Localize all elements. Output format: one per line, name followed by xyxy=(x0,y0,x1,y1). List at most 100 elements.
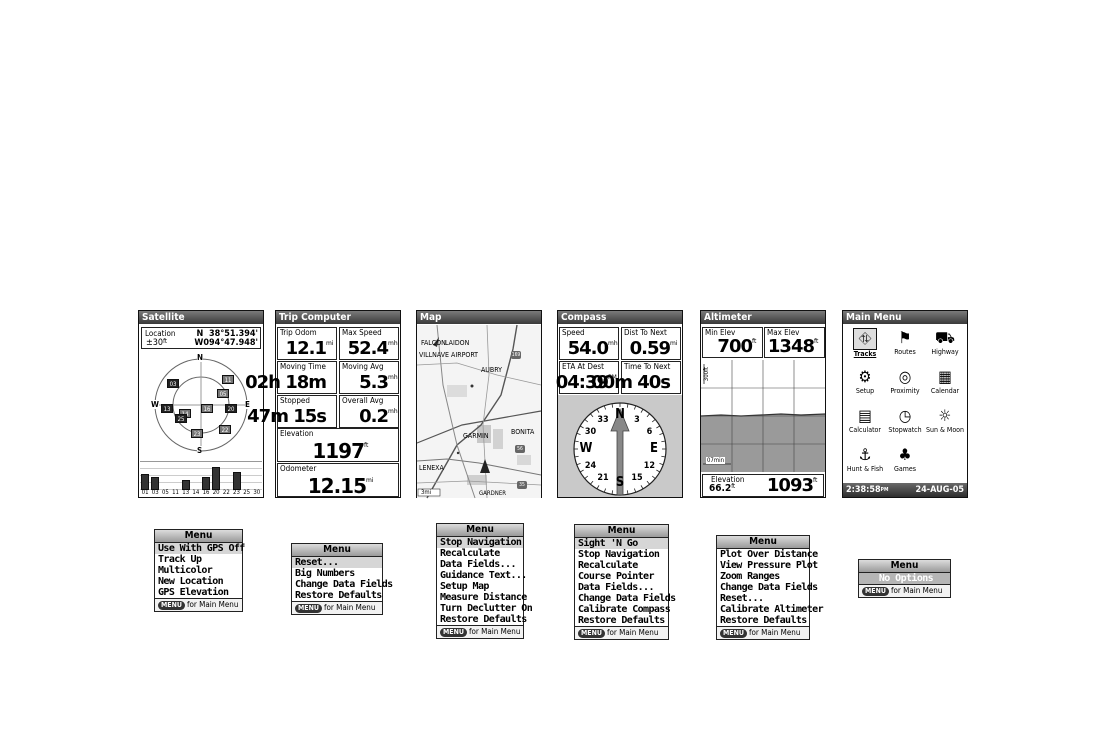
menu-item[interactable]: Recalculate xyxy=(578,560,638,571)
menu-item[interactable]: Recalculate xyxy=(440,548,500,559)
menu-item[interactable]: Big Numbers xyxy=(295,568,355,579)
menu-item[interactable]: Reset... xyxy=(720,593,764,604)
menu-item[interactable]: New Location xyxy=(158,576,224,587)
main-menu-item[interactable]: ☼Sun & Moon xyxy=(926,405,964,441)
compass-dial xyxy=(573,402,667,496)
main-menu-icon: ⚑ xyxy=(898,328,912,347)
trip-field-number: 47m 15s xyxy=(247,406,327,427)
main-menu-item[interactable]: ▦Calendar xyxy=(926,366,964,402)
main-menu-item[interactable]: ⚑Routes xyxy=(886,327,924,363)
main-menu-item[interactable]: ♣Games xyxy=(886,444,924,480)
menu-button[interactable]: MENU xyxy=(158,601,185,610)
main-menu-item[interactable]: ⚓Hunt & Fish xyxy=(846,444,884,480)
map-canvas[interactable] xyxy=(416,324,542,499)
main-menu-item[interactable]: ⛟Highway xyxy=(926,327,964,363)
main-menu-item[interactable]: ⛗Tracks xyxy=(846,327,884,363)
menu-item[interactable]: Plot Over Distance xyxy=(720,549,818,560)
menu-item[interactable]: Calibrate Compass xyxy=(578,604,671,615)
menu-item[interactable]: Measure Distance xyxy=(440,592,527,603)
trip-field-label: Stopped xyxy=(280,396,310,405)
trip-field-number: 0.2 xyxy=(359,406,389,427)
menu-item[interactable]: Track Up xyxy=(158,554,202,565)
menu-button[interactable]: MENU xyxy=(440,628,467,637)
trip-title: Trip Computer xyxy=(276,311,400,324)
main-menu-item-label: Highway xyxy=(931,348,959,356)
current-elev-small-unit: ft xyxy=(731,483,736,490)
trip-field-label: Moving Avg xyxy=(342,362,384,371)
menu-item[interactable]: Data Fields... xyxy=(578,582,654,593)
clock: 2:38:58PM xyxy=(846,483,888,497)
menu-item[interactable]: Multicolor xyxy=(158,565,213,576)
satellite-title: Satellite xyxy=(139,311,263,324)
main-menu-item[interactable]: ⚙Setup xyxy=(846,366,884,402)
menu-item[interactable]: Zoom Ranges xyxy=(720,571,780,582)
menu-item[interactable]: Restore Defaults xyxy=(720,615,807,626)
main-menu-item[interactable]: ▤Calculator xyxy=(846,405,884,441)
accuracy-unit: ft xyxy=(163,338,168,345)
menu-item[interactable]: Restore Defaults xyxy=(440,614,527,625)
menu-item[interactable]: Restore Defaults xyxy=(578,615,665,626)
dial-tick xyxy=(626,490,629,495)
max-elev-field: Max Elev 1348ft xyxy=(764,327,825,358)
main-menu-icon: ☼ xyxy=(938,406,952,425)
main-menu-icon: ⛟ xyxy=(934,328,956,347)
trip-field-value: 47m 15s xyxy=(247,408,332,426)
menu-item[interactable]: Change Data Fields xyxy=(578,593,676,604)
menu-item[interactable]: Use With GPS Off xyxy=(155,543,245,554)
dial-tick xyxy=(659,462,664,466)
elevation-plot xyxy=(700,360,826,472)
menu-item[interactable]: Change Data Fields xyxy=(720,582,818,593)
map-place-label: VILLNAVE AIRPORT xyxy=(419,351,479,359)
menu-item[interactable]: View Pressure Plot xyxy=(720,560,818,571)
compass-field-unit: mi xyxy=(670,340,678,347)
current-elev-field: Elevation 66.2ft 1093ft xyxy=(702,474,824,497)
compass-field-label: Time To Next xyxy=(624,362,671,371)
menu-item[interactable]: Turn Declutter On xyxy=(440,603,533,614)
menu-item[interactable]: Setup Map xyxy=(440,581,489,592)
menu-button[interactable]: MENU xyxy=(578,629,605,638)
compass-w-label: W xyxy=(151,400,159,409)
dial-tick xyxy=(584,475,589,479)
dial-tick xyxy=(603,488,607,493)
main-menu-icon: ▦ xyxy=(938,367,952,386)
menu-item[interactable]: Calibrate Altimeter xyxy=(720,604,824,615)
main-menu-item[interactable]: ◷Stopwatch xyxy=(886,405,924,441)
menu-item[interactable]: Guidance Text... xyxy=(440,570,527,581)
menu-button[interactable]: MENU xyxy=(862,587,889,596)
menu-item[interactable]: No Options xyxy=(859,573,950,584)
main-menu-item-label: Sun & Moon xyxy=(926,426,965,434)
menu-item[interactable]: Restore Defaults xyxy=(295,590,382,601)
map-title: Map xyxy=(417,311,541,324)
menu-item[interactable]: Stop Navigation xyxy=(578,549,660,560)
signal-bar xyxy=(212,467,221,490)
compass-field-number: 54.0 xyxy=(567,338,609,359)
satellite-id: 03 xyxy=(151,489,159,496)
main-menu-icon: ⛗ xyxy=(853,328,877,350)
odometer-value: 12.15mi xyxy=(308,476,374,496)
compass-n-label: N xyxy=(197,353,204,362)
dial-label: 15 xyxy=(631,473,643,484)
dial-tick xyxy=(661,455,666,458)
menu-item[interactable]: Stop Navigation xyxy=(437,537,523,548)
menu-item[interactable]: Data Fields... xyxy=(440,559,516,570)
menu-item[interactable]: Sight 'N Go xyxy=(575,538,668,549)
menu-item[interactable]: Course Pointer xyxy=(578,571,654,582)
altimeter-title: Altimeter xyxy=(701,311,825,324)
dial-tick xyxy=(576,432,581,436)
menu-button[interactable]: MENU xyxy=(295,604,322,613)
menu-item[interactable]: Change Data Fields xyxy=(295,579,393,590)
main-menu-item[interactable]: ◎Proximity xyxy=(886,366,924,402)
dial-tick xyxy=(574,440,579,443)
menu-item[interactable]: GPS Elevation xyxy=(158,587,229,598)
compass-field-number: 04:39 xyxy=(555,372,609,393)
menu-item[interactable]: Reset... xyxy=(292,557,382,568)
map-place-label: GARMIN xyxy=(463,432,489,440)
menu-button[interactable]: MENU xyxy=(720,629,747,638)
